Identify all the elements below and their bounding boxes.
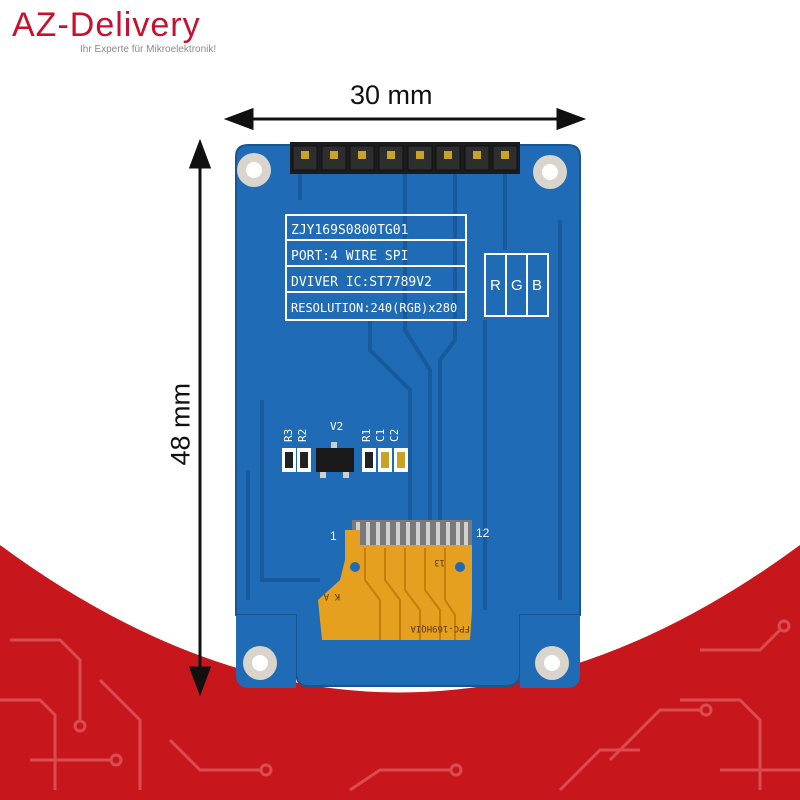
connector-pin-12-label: 12 bbox=[476, 526, 490, 540]
brand-tagline: Ihr Experte für Mikroelektronik! bbox=[80, 44, 217, 55]
fpc-code-label: FPC-169HQIA bbox=[410, 623, 470, 633]
pcb-traces bbox=[246, 170, 562, 610]
brand-logo: AZ-Delivery Ihr Experte für Mikroelektro… bbox=[12, 6, 272, 56]
mounting-hole-bottom-left bbox=[243, 646, 277, 680]
component-v2: V2 bbox=[330, 420, 343, 433]
rgb-label-r: R bbox=[490, 277, 501, 294]
fpc-mark-label: 13 bbox=[434, 557, 445, 567]
label-driver: DVIVER IC:ST7789V2 bbox=[291, 275, 432, 290]
circuit-trace-pattern bbox=[0, 619, 800, 792]
rgb-label-g: G bbox=[511, 277, 523, 294]
mounting-hole-top-right bbox=[533, 155, 567, 189]
component-c1: C1 bbox=[374, 429, 387, 442]
smd-components bbox=[282, 442, 408, 478]
component-r1: R1 bbox=[360, 429, 373, 442]
rgb-box bbox=[484, 253, 549, 317]
mounting-hole-bottom-right bbox=[535, 646, 569, 680]
component-r2: R2 bbox=[296, 429, 309, 442]
red-circuit-background bbox=[0, 545, 800, 800]
height-dimension-arrow bbox=[188, 138, 212, 697]
brand-name: AZ-Delivery bbox=[12, 6, 201, 44]
height-dimension-label: 48 mm bbox=[165, 382, 196, 466]
label-resolution: RESOLUTION:240(RGB)x280 bbox=[291, 301, 457, 315]
fpc-side-label: K A bbox=[323, 591, 340, 601]
component-c2: C2 bbox=[388, 429, 401, 442]
width-dimension-arrow bbox=[223, 107, 587, 131]
width-dimension-label: 30 mm bbox=[350, 80, 433, 110]
connector-pin-1-label: 1 bbox=[330, 529, 337, 543]
fpc-ribbon-connector bbox=[318, 520, 472, 640]
mounting-hole-top-left bbox=[237, 153, 271, 187]
rgb-label-b: B bbox=[532, 277, 542, 294]
label-port: PORT:4 WIRE SPI bbox=[291, 249, 408, 264]
component-r3: R3 bbox=[282, 429, 295, 442]
pin-header bbox=[290, 142, 520, 174]
spec-label-box bbox=[285, 214, 467, 321]
label-model: ZJY169S0800TG01 bbox=[291, 223, 408, 238]
